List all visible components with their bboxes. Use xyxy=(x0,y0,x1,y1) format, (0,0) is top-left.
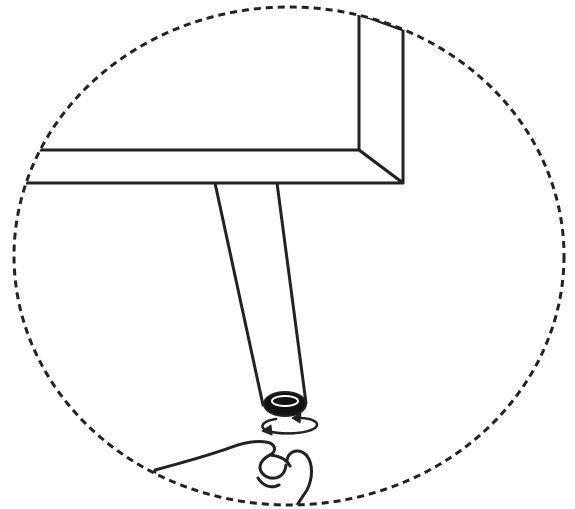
adjustable-foot xyxy=(263,391,307,417)
tapered-leg xyxy=(213,181,308,407)
detail-contents xyxy=(14,7,405,505)
rotation-arrow xyxy=(261,412,319,436)
detail-circle xyxy=(12,5,566,507)
cabinet-bottom-rail xyxy=(14,148,405,185)
